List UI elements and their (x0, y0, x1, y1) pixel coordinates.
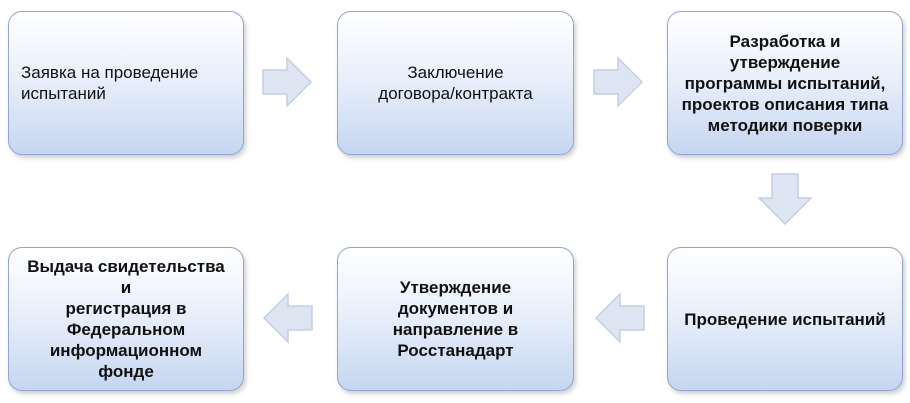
step-box-program-development: Разработка и утверждение программы испыт… (667, 11, 903, 155)
step-box-testing: Проведение испытаний (667, 247, 903, 391)
step-label: Заключение договора/контракта (378, 63, 533, 103)
arrow-down-icon (757, 172, 813, 231)
arrow-right-icon (592, 56, 644, 113)
step-label: Выдача свидетельства и регистрация в Фед… (27, 257, 225, 381)
arrow-left-icon (262, 292, 314, 349)
arrow-right-icon (261, 56, 313, 113)
step-box-certificate: Выдача свидетельства и регистрация в Фед… (8, 247, 244, 391)
step-box-application: Заявка на проведение испытаний (8, 11, 244, 155)
step-label: Заявка на проведение испытаний (21, 63, 199, 103)
step-box-contract: Заключение договора/контракта (337, 11, 574, 155)
step-label: Проведение испытаний (684, 309, 886, 329)
step-box-approval: Утверждение документов и направление в Р… (337, 247, 574, 391)
step-label: Утверждение документов и направление в Р… (392, 278, 519, 360)
step-label: Разработка и утверждение программы испыт… (681, 31, 889, 135)
arrow-left-icon (594, 292, 646, 349)
